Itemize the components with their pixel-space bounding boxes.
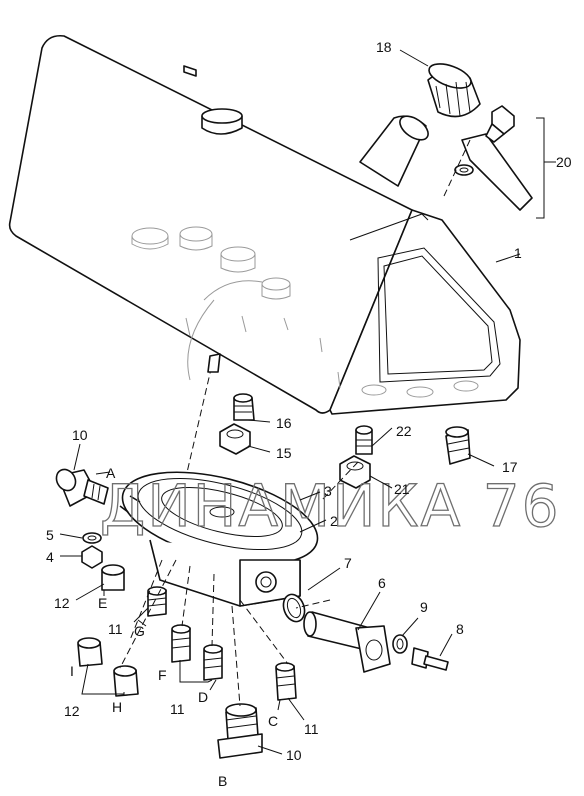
label-2: 2: [330, 513, 338, 529]
label-G: G: [134, 623, 145, 639]
fitting-16: [233, 393, 255, 421]
label-8: 8: [456, 621, 464, 637]
label-E: E: [98, 595, 107, 611]
label-12-a: 12: [54, 595, 70, 611]
label-12-b: 12: [64, 703, 80, 719]
fitting-E-12: [101, 564, 125, 591]
bolt-8: [411, 647, 449, 671]
label-5: 5: [46, 527, 54, 543]
fitting-C-11: [275, 662, 297, 701]
sender-unit-6: [303, 611, 391, 673]
part-labels: 18 20 1 16 15 22 17 21 3 2 10 A 5 4 12 E…: [46, 39, 572, 789]
label-B: B: [218, 773, 227, 789]
label-11-a: 11: [108, 621, 123, 637]
label-16: 16: [276, 415, 292, 431]
fitting-H-12: [113, 665, 139, 697]
nut-21: [339, 455, 371, 489]
label-20: 20: [556, 154, 572, 170]
fitting-I-12: [77, 637, 103, 667]
label-D: D: [198, 689, 208, 705]
label-I: I: [70, 663, 74, 679]
label-1: 1: [514, 245, 522, 261]
label-7: 7: [344, 555, 352, 571]
fitting-G-11: [147, 586, 167, 617]
bracket-assembly: [443, 105, 533, 211]
label-11-b: 11: [170, 701, 185, 717]
label-10-a: 10: [72, 427, 88, 443]
fitting-A-10: [55, 468, 109, 507]
nut-15: [219, 423, 251, 455]
label-6: 6: [378, 575, 386, 591]
fitting-22: [355, 425, 373, 455]
label-22: 22: [396, 423, 412, 439]
label-H: H: [112, 699, 122, 715]
label-A: A: [106, 465, 116, 481]
washer-9: [392, 634, 408, 654]
label-F: F: [158, 667, 167, 683]
fitting-17: [445, 426, 471, 465]
watermark: ДИНАМИКА 76: [100, 472, 561, 540]
label-15: 15: [276, 445, 292, 461]
label-21: 21: [394, 481, 410, 497]
fuel-tank: [8, 34, 521, 415]
label-18: 18: [376, 39, 392, 55]
fitting-D-11: [203, 644, 223, 681]
label-3: 3: [324, 483, 332, 499]
label-9: 9: [420, 599, 428, 615]
label-C: C: [268, 713, 278, 729]
fitting-F-11: [171, 624, 191, 663]
label-4: 4: [46, 549, 54, 565]
label-17: 17: [502, 459, 518, 475]
label-11-c: 11: [304, 721, 319, 737]
washer-5: [82, 532, 102, 544]
fitting-B-10: [217, 703, 263, 759]
nut-4: [81, 545, 103, 569]
o-ring-7: [282, 593, 306, 623]
pump-flange: [119, 471, 319, 607]
label-10-b: 10: [286, 747, 302, 763]
filler-cap: [427, 63, 481, 118]
